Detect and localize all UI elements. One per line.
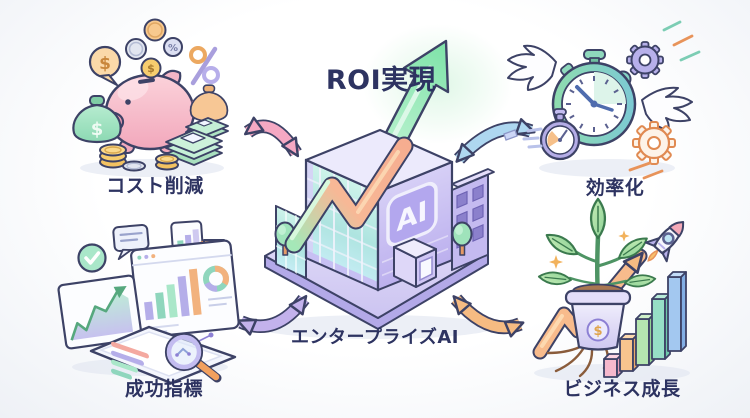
bar-chart-3d (603, 271, 687, 378)
speech-bubble-dollar-icon: $ (88, 45, 122, 86)
plant-pot: $ (564, 283, 632, 351)
connection-arrow-cost (243, 116, 302, 158)
wing-icon (507, 44, 693, 131)
coin-icon: % (125, 18, 183, 60)
connection-arrow-efficiency (454, 118, 536, 164)
winged-stopwatch-icon (551, 49, 637, 147)
roi-title: ROI実現 (325, 65, 437, 96)
sparkle-icon (549, 255, 563, 269)
success-metrics-illustration (57, 220, 240, 385)
cost-reduction-illustration: $ % $ (72, 18, 229, 172)
label-efficiency: 効率化 (585, 177, 645, 199)
coin-stack-icon (99, 143, 127, 169)
speech-bubble-icon (112, 223, 150, 261)
magnifier-icon (164, 332, 222, 383)
connection-arrow-metrics (236, 294, 310, 336)
money-bag-icon (189, 84, 229, 122)
label-business-growth: ビジネス成長 (563, 378, 681, 400)
mini-stopwatch-icon (539, 108, 581, 161)
svg-text:$: $ (147, 62, 155, 75)
ai-sign (386, 181, 438, 247)
percent-icon (189, 46, 220, 86)
label-cost-reduction: コスト削減 (106, 175, 204, 197)
label-success-metrics: 成功指標 (124, 378, 203, 400)
building-roof (304, 128, 454, 194)
sparkle-icon (618, 230, 630, 242)
label-enterprise-ai: エンタープライズAI (290, 327, 459, 348)
check-badge-icon (77, 243, 107, 273)
coin-stack-icon (155, 153, 179, 171)
svg-text:$: $ (593, 324, 602, 339)
svg-text:%: % (168, 43, 178, 54)
speed-lines (503, 20, 701, 180)
browser-chart-panel (130, 239, 240, 339)
svg-text:$: $ (99, 54, 111, 74)
building-annex (451, 168, 495, 272)
coin-icon (122, 160, 146, 172)
line-chart-panel (57, 274, 143, 350)
efficiency-illustration (503, 20, 701, 180)
business-growth-illustration: $ (532, 197, 687, 378)
zigzag-trend-ribbon (284, 136, 414, 254)
money-bag-icon: $ (72, 95, 122, 143)
donut-chart-icon (202, 265, 229, 292)
cash-stack-icon (165, 129, 223, 166)
building-entrance (393, 238, 437, 288)
gear-icon (632, 121, 676, 165)
svg-text:$: $ (91, 119, 104, 140)
gear-icon (626, 41, 664, 79)
connection-arrow-growth (450, 294, 525, 338)
tree-icon (451, 221, 473, 256)
plant-leaves (537, 197, 657, 299)
rocket-icon (644, 221, 685, 263)
